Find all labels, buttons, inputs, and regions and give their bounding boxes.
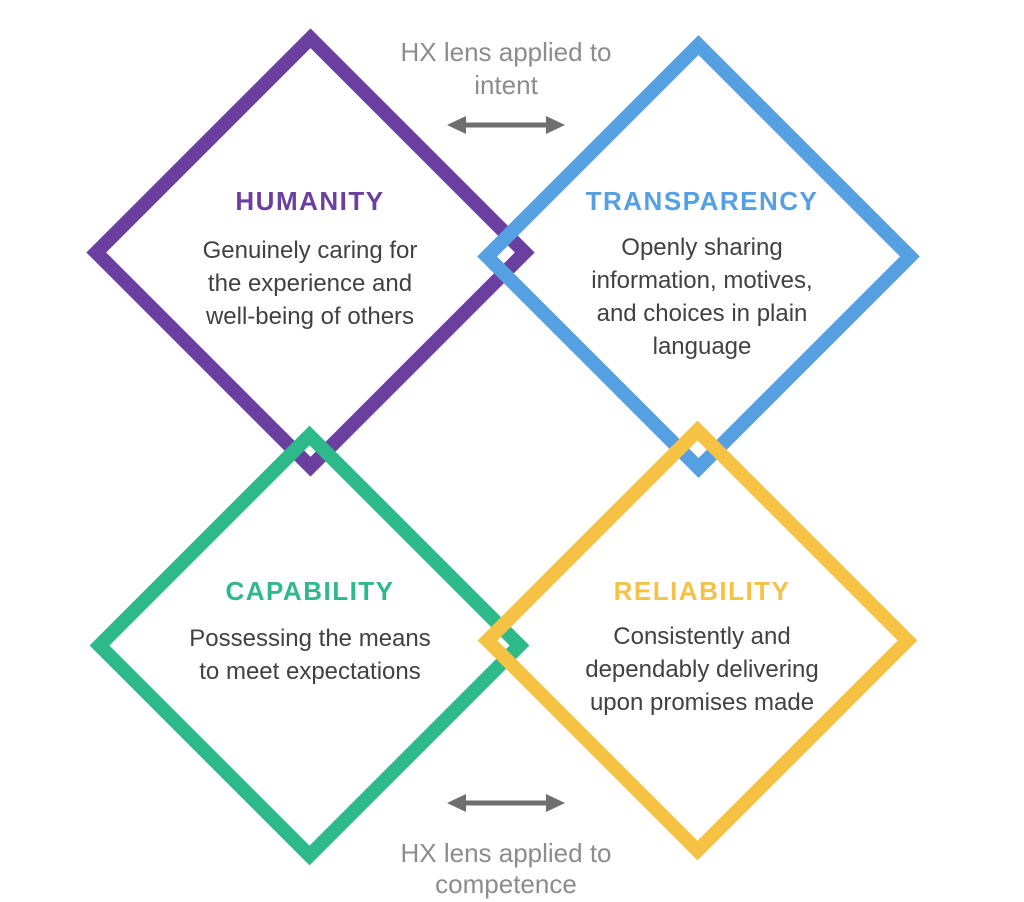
double-arrow-icon [447,116,565,134]
humanity-description: Genuinely caring for the experience and … [202,237,418,330]
capability-title: CAPABILITY [225,576,395,606]
reliability-title: RELIABILITY [613,576,791,606]
capability-description: Possessing the means to meet expectation… [189,625,431,685]
transparency-description: Openly sharing information, motives, and… [591,234,813,360]
transparency-title: TRANSPARENCY [585,186,819,216]
intent-lens-label: HX lens applied to intent [400,37,612,100]
competence-lens-label: HX lens applied to competence [400,838,612,899]
double-arrow-icon [447,794,565,812]
humanity-title: HUMANITY [235,186,385,216]
reliability-description: Consistently and dependably delivering u… [585,623,819,716]
